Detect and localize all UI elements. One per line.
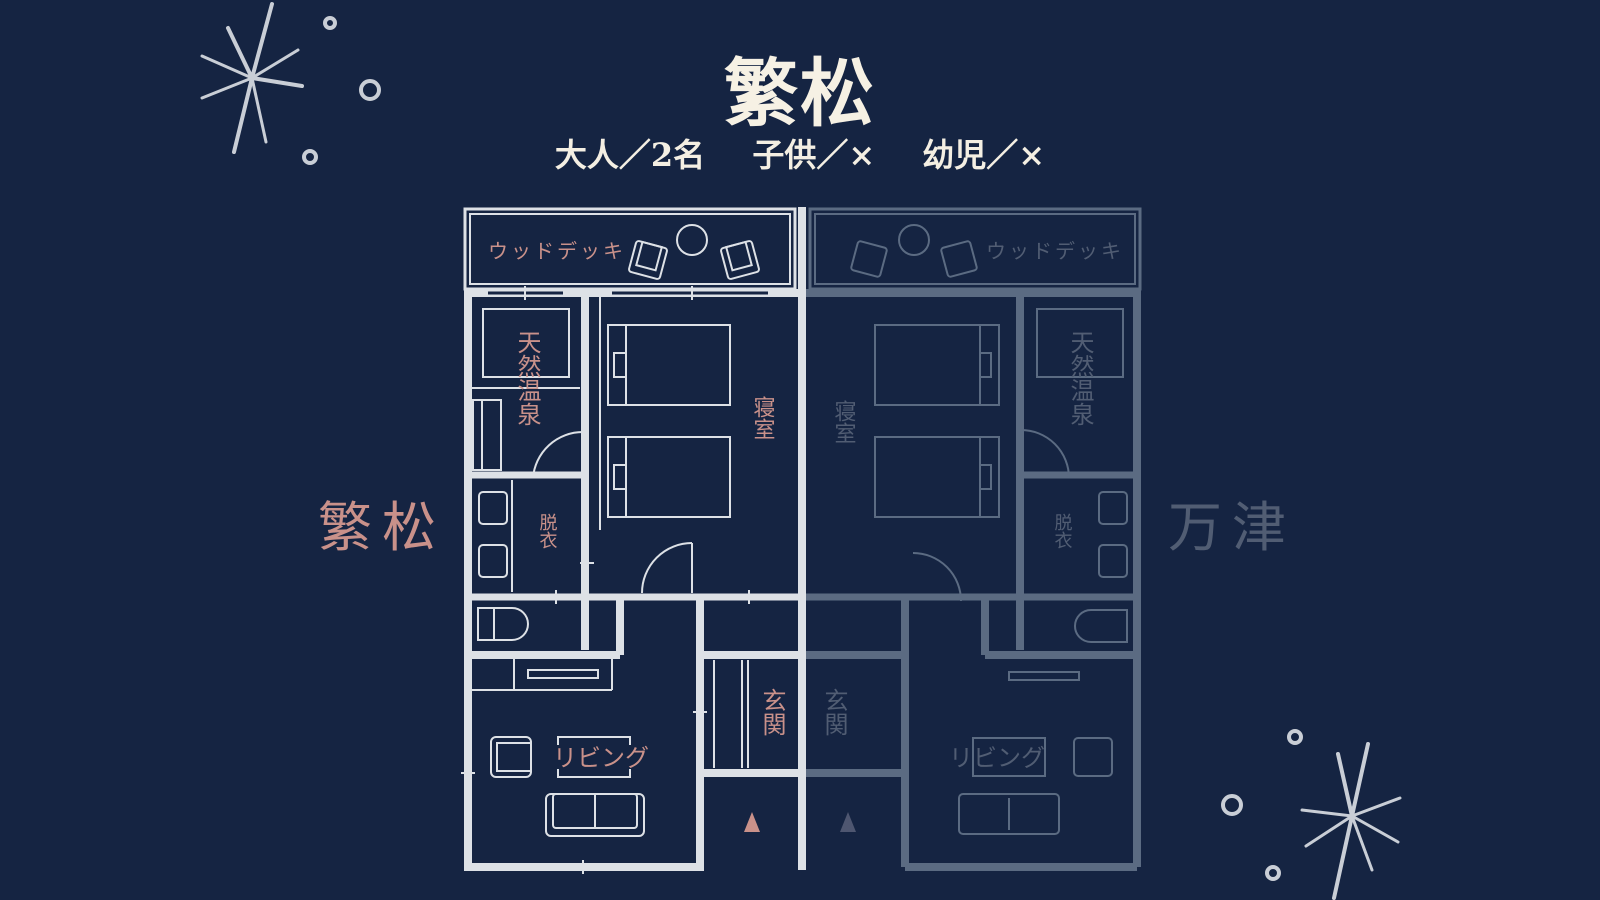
room-label-dressing: 脱衣: [537, 513, 558, 549]
sparkle-icon-top-left: [200, 2, 304, 154]
room-label-onsen-inactive: 天然温泉: [1066, 330, 1094, 426]
page-title: 繁松: [724, 51, 876, 137]
dot-decorations-bottom-right: [1221, 729, 1303, 881]
sparkle-icon-bottom-right: [1300, 742, 1402, 900]
room-labels-active: ウッドデッキ 天然温泉 寝室 脱衣 玄関 リビング: [488, 239, 786, 772]
capacity-info: 大人／2名 子供／× 幼児／×: [0, 130, 1600, 176]
room-label-onsen: 天然温泉: [513, 330, 541, 426]
room-labels-inactive: ウッドデッキ 寝室 天然温泉 脱衣 玄関 リビング: [820, 239, 1124, 772]
capacity-child: 子供／×: [752, 136, 876, 174]
room-label-living: リビング: [553, 744, 649, 772]
room-label-entrance: 玄関: [758, 688, 786, 736]
room-label-entrance-inactive: 玄関: [820, 688, 848, 736]
floor-plan-inactive-unit: [805, 207, 1142, 871]
dot-decorations-top-left: [302, 16, 381, 165]
room-label-deck: ウッドデッキ: [488, 239, 626, 263]
room-label-bedroom-inactive: 寝室: [831, 400, 857, 444]
unit-label-inactive: 万津: [1168, 496, 1296, 559]
unit-label-active: 繁松: [318, 496, 446, 559]
floor-plan-active-unit: [461, 207, 806, 874]
room-label-dressing-inactive: 脱衣: [1052, 513, 1073, 549]
room-label-deck-inactive: ウッドデッキ: [986, 239, 1124, 263]
room-label-living-inactive: リビング: [949, 744, 1045, 772]
entrance-marker-active-icon: [744, 812, 760, 832]
capacity-adult: 大人／2名: [554, 136, 706, 174]
room-label-bedroom: 寝室: [750, 396, 776, 440]
capacity-infant: 幼児／×: [922, 136, 1046, 174]
